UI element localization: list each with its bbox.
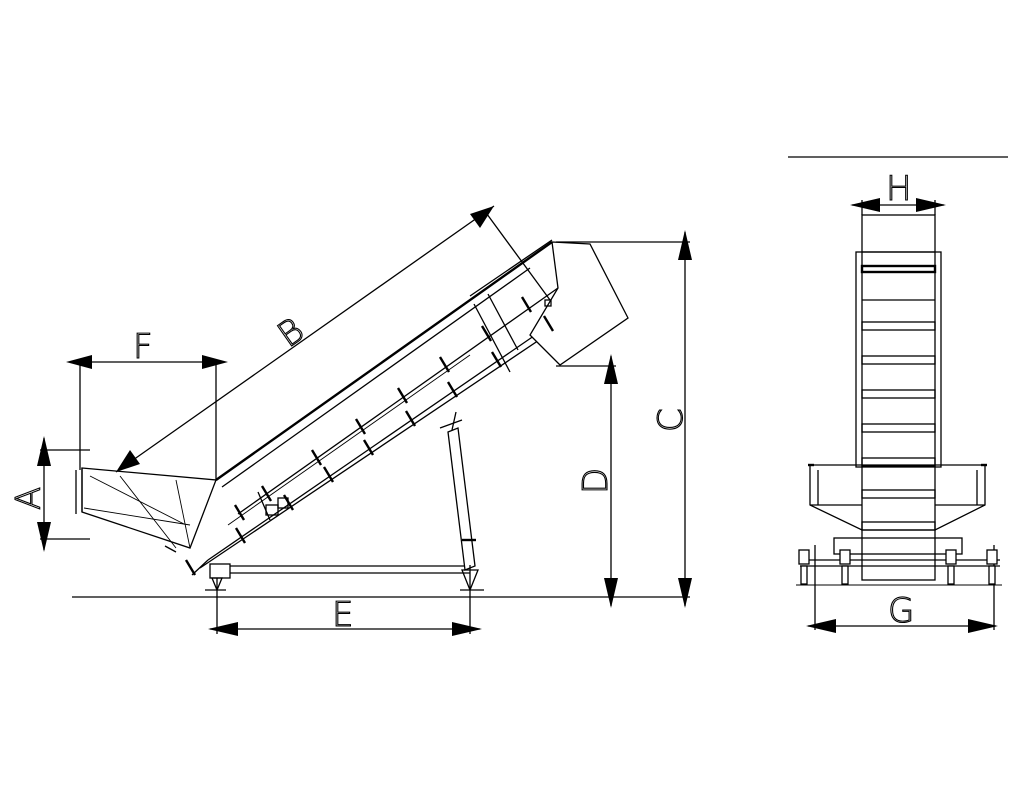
dimension-d: D bbox=[556, 354, 618, 608]
label-g: G bbox=[888, 591, 914, 631]
dimension-a: A bbox=[8, 436, 90, 552]
dimension-c: C bbox=[556, 230, 692, 608]
wheel-group bbox=[798, 549, 998, 585]
dimension-h: H bbox=[850, 168, 946, 215]
label-c: C bbox=[651, 408, 691, 432]
label-a: A bbox=[9, 487, 49, 510]
support-frame bbox=[205, 411, 484, 597]
front-view: H bbox=[788, 156, 1008, 633]
side-view: B F A E bbox=[8, 205, 692, 636]
label-d: D bbox=[576, 468, 616, 494]
conveyor-body bbox=[75, 239, 629, 576]
dimension-g: G bbox=[806, 590, 998, 633]
dimension-e: E bbox=[208, 594, 482, 636]
label-e: E bbox=[332, 595, 353, 635]
belt-column bbox=[855, 214, 942, 581]
label-b: B bbox=[270, 310, 311, 356]
dimension-f: F bbox=[66, 326, 228, 480]
front-hopper bbox=[796, 463, 1002, 630]
label-f: F bbox=[133, 327, 153, 367]
label-h: H bbox=[886, 169, 912, 209]
